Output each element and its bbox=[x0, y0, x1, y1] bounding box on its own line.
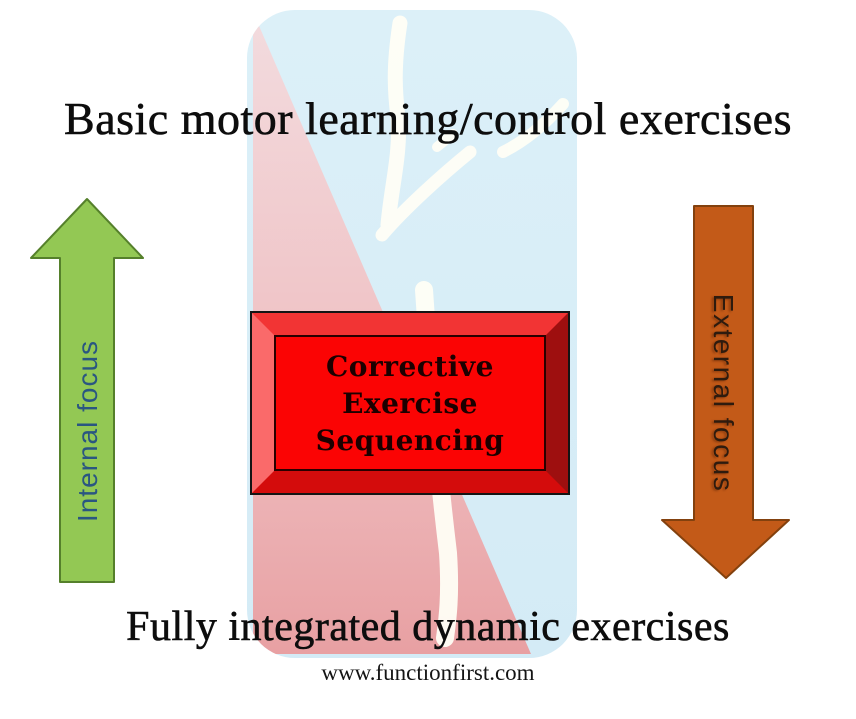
box-bevel: Corrective Exercise Sequencing bbox=[252, 313, 568, 493]
up-arrow bbox=[30, 198, 144, 583]
down-arrow bbox=[661, 205, 790, 579]
internal-focus-label: Internal focus bbox=[72, 339, 103, 523]
external-focus-label: External focus bbox=[708, 293, 739, 493]
bottom-heading: Fully integrated dynamic exercises bbox=[126, 604, 730, 651]
up-arrow-shape bbox=[30, 198, 144, 583]
box-face: Corrective Exercise Sequencing bbox=[274, 335, 546, 471]
top-heading: Basic motor learning/control exercises bbox=[64, 93, 792, 144]
down-arrow-shape bbox=[661, 205, 790, 579]
box-line-3: Sequencing bbox=[315, 423, 505, 457]
box-line-2: Exercise bbox=[342, 386, 478, 420]
box-line-1: Corrective bbox=[326, 349, 494, 383]
corrective-exercise-box: Corrective Exercise Sequencing bbox=[250, 311, 570, 495]
website-url: www.functionfirst.com bbox=[321, 660, 535, 685]
